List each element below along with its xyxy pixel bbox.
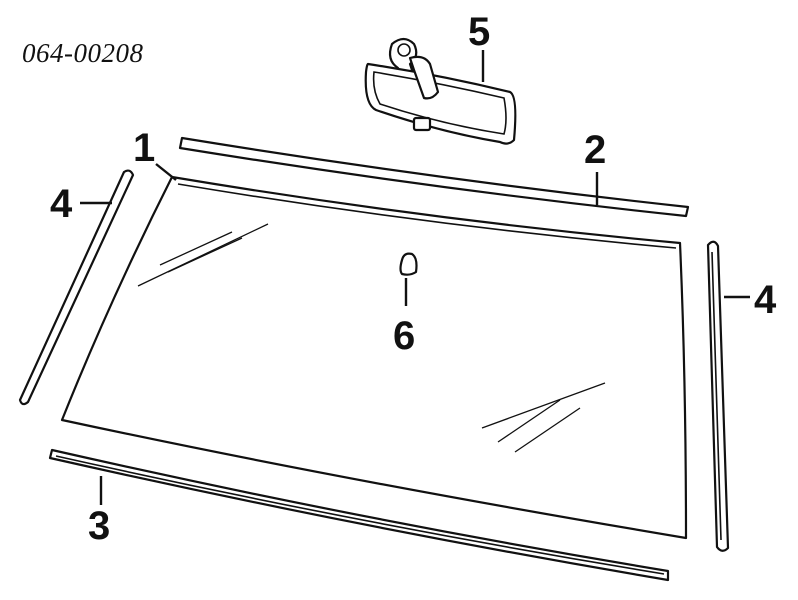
callout-6: 6 [393, 314, 416, 358]
glass-glare-lower [481, 382, 606, 453]
callout-2: 2 [584, 128, 607, 172]
diagram-reference-code: 064-00208 [22, 38, 144, 68]
mirror-mount-button [399, 252, 418, 276]
left-side-molding [18, 169, 135, 406]
callout-1: 1 [133, 126, 156, 170]
callout-5: 5 [468, 10, 491, 54]
leader-1 [155, 163, 177, 181]
rearview-mirror [364, 37, 517, 145]
glass-glare-upper [137, 223, 269, 287]
upper-molding [178, 136, 690, 218]
windshield-inner-edge [177, 183, 677, 249]
windshield-glass [60, 175, 688, 540]
callout-4-right: 4 [754, 278, 777, 322]
callout-4-left: 4 [50, 182, 73, 226]
callout-3: 3 [88, 504, 111, 548]
right-side-molding [706, 240, 730, 552]
